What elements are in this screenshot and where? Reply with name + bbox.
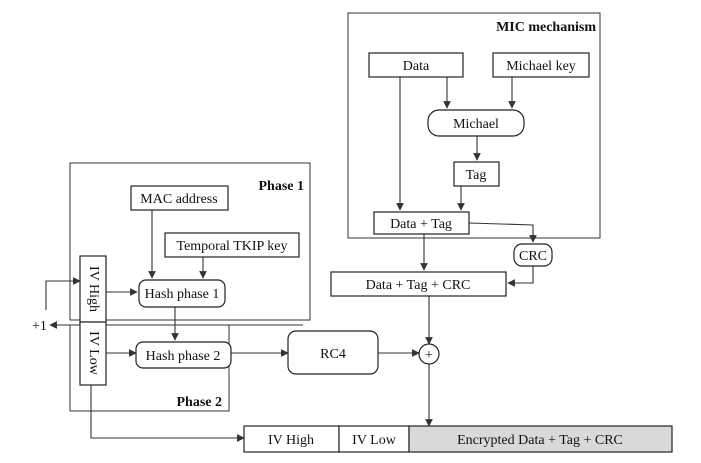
iv-high-label: IV High	[86, 266, 101, 312]
rc4-box: RC4	[287, 330, 379, 375]
xor-label: +	[425, 348, 433, 363]
data-tag-crc-box: Data + Tag + CRC	[330, 271, 507, 297]
crc-label: CRC	[519, 249, 547, 264]
iv-low-box: IV Low	[79, 321, 107, 386]
mac-address-label: MAC address	[140, 192, 217, 207]
rc4-label: RC4	[320, 347, 346, 362]
phase2-region-title: Phase 2	[177, 395, 223, 410]
data-tag-box: Data + Tag	[373, 211, 470, 235]
iv-low-label: IV Low	[86, 331, 101, 376]
tag-box: Tag	[453, 161, 500, 187]
tkip-key-box: Temporal TKIP key	[164, 232, 300, 258]
iv-high-box: IV High	[79, 255, 107, 323]
mic-region-title: MIC mechanism	[496, 20, 596, 35]
mac-address-box: MAC address	[130, 185, 229, 211]
hash-phase2-label: Hash phase 2	[146, 349, 221, 364]
hash-phase1-box: Hash phase 1	[138, 279, 226, 308]
data-tag-crc-label: Data + Tag + CRC	[366, 278, 471, 293]
data-label: Data	[403, 59, 430, 74]
crc-box: CRC	[513, 243, 553, 267]
tag-label: Tag	[466, 168, 487, 183]
hash-phase2-box: Hash phase 2	[135, 341, 232, 369]
output-field-iv-low: IV Low	[352, 433, 397, 448]
tkip-key-label: Temporal TKIP key	[177, 239, 288, 254]
michael-box: Michael	[427, 109, 525, 137]
data-tag-label: Data + Tag	[390, 217, 452, 232]
connectors	[45, 77, 537, 442]
hash-phase1-label: Hash phase 1	[145, 287, 220, 302]
output-field-iv-high: IV High	[268, 433, 314, 448]
phase1-region-title: Phase 1	[259, 179, 305, 194]
data-box: Data	[368, 52, 464, 78]
plus-one-label: +1	[32, 319, 47, 334]
output-frame: IV High IV Low Encrypted Data + Tag + CR…	[243, 425, 673, 453]
michael-key-box: Michael key	[492, 52, 590, 78]
mic-mechanism-region: MIC mechanism	[347, 12, 601, 239]
output-field-encrypted: Encrypted Data + Tag + CRC	[457, 433, 623, 448]
michael-label: Michael	[453, 117, 499, 132]
xor-node: +	[418, 343, 440, 365]
phase1-region: Phase 1	[69, 162, 311, 321]
michael-key-label: Michael key	[506, 59, 576, 74]
